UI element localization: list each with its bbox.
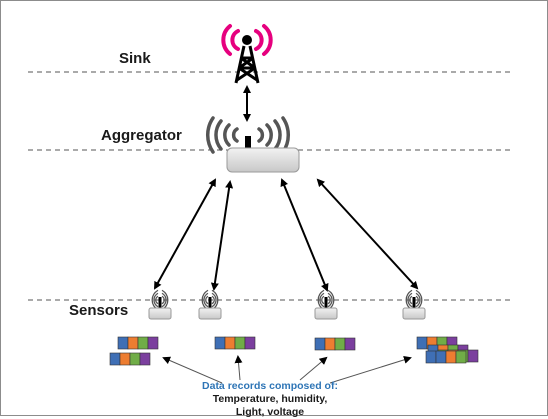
sensor-node-icon: [402, 289, 426, 320]
sensor-links: [154, 178, 419, 292]
sensor-nodes: [148, 289, 426, 320]
data-records-caption: Data records composed of: Temperature, h…: [160, 380, 380, 419]
router-icon: [205, 116, 300, 173]
sink-label: Sink: [119, 50, 151, 67]
caption-line-1: Temperature, humidity,: [212, 393, 328, 405]
sensor-node-icon: [314, 289, 338, 320]
aggregator-label: Aggregator: [101, 127, 182, 144]
sensor-node-icon: [148, 289, 172, 320]
caption-pointers: [162, 355, 412, 384]
radio-tower-icon: [221, 24, 273, 84]
data-records: [109, 336, 479, 366]
sensor-link-4: [316, 178, 419, 290]
data-record: [109, 352, 151, 366]
data-record: [314, 337, 356, 351]
sensor-node-icon: [198, 289, 222, 320]
data-record: [117, 336, 159, 350]
sensors-label: Sensors: [69, 302, 129, 319]
data-record: [214, 336, 256, 350]
data-record: [425, 350, 467, 364]
caption-line-2: Light, voltage: [235, 406, 305, 418]
sensor-link-3: [280, 178, 329, 292]
sensor-link-2: [210, 180, 234, 291]
tier-dividers: [28, 71, 512, 301]
caption-title: Data records composed of:: [202, 380, 338, 392]
sensor-link-1: [154, 178, 216, 290]
